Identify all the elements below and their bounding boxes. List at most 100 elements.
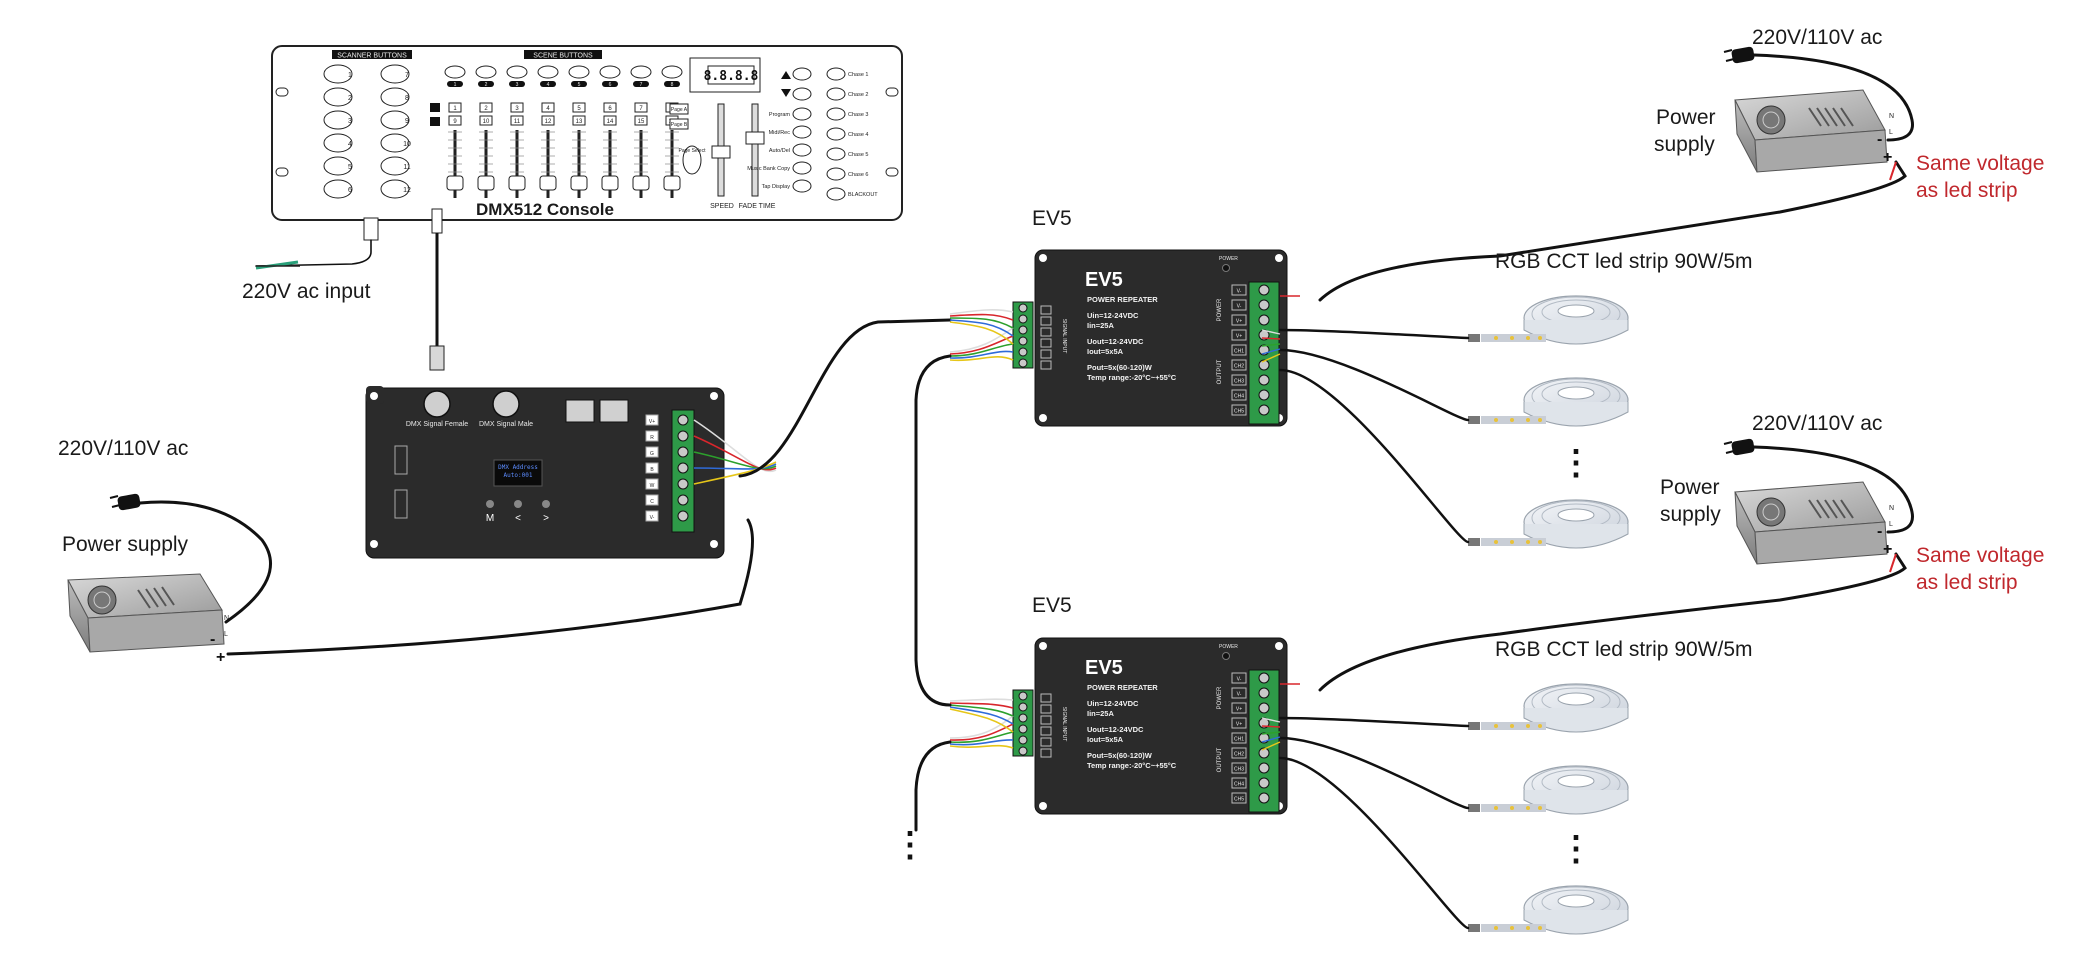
ev5-output-tag-label: CH3 [1234,379,1244,385]
mode-label: Midi/Rec [769,130,791,136]
page-a-label: Page A [671,107,688,113]
strip-bottom-caption: RGB CCT led strip 90W/5m [1495,638,1753,661]
ev5-spec-line: Iin=25A [1087,709,1114,718]
scanner-button-number: 7 [405,72,409,79]
ev5-spec-line: Temp range:-20°C~+55°C [1087,373,1177,382]
decoder-terminal-label: R [650,435,654,441]
fader-number-bottom: 14 [607,119,614,125]
signal-trunk-top [738,318,952,478]
led-strip-reel [1468,296,1628,344]
scene-button [661,65,683,79]
scene-button-number: 1 [454,82,457,88]
ev5-output-tag-label: CH4 [1234,782,1244,788]
ev5-output-tag-label: V+ [1236,334,1242,340]
ev5-output-tag-label: CH5 [1234,797,1244,803]
fader-number-top-box [448,102,462,113]
oled-line-2: Auto:001 [504,472,533,479]
plug-right-mid [1731,438,1755,456]
decoder-terminal-label: V- [650,515,655,521]
chase-button [826,127,846,141]
menu-button[interactable] [486,500,494,508]
psu-mid-word1: Power [1660,476,1720,499]
ac-right-top-label: 220V/110V ac [1752,26,1882,49]
ev5-input-screw [1018,358,1028,368]
page-select-button [682,145,702,175]
scanner-button-number: 3 [348,118,352,125]
scene-button [444,65,466,79]
fader-number-bottom: 15 [638,119,645,125]
ev5-output-tag-label: V- [1237,692,1242,698]
ev5-input-screw [1018,713,1028,723]
prev-button[interactable] [514,500,522,508]
scanner-button [380,64,410,84]
plug-right-top [1731,46,1755,64]
mode-button [792,143,812,157]
ev5-output-screw [1258,359,1270,371]
fader-number-bottom-box [572,115,586,126]
dmx512-console: SCANNER BUTTONS SCENE BUTTONS 1234567891… [255,45,903,371]
ev5-mount-hole [1039,642,1047,650]
ev5-body [1034,637,1288,815]
scene-button [568,65,590,79]
ev5-input-terminal-block [1012,689,1034,757]
ev5-output-tag-label: V- [1237,677,1242,683]
ev5-power-side-label: POWER [1217,686,1223,709]
psu-left-plus: + [216,649,225,666]
ev5-output-wire [1261,353,1281,363]
decoder-terminal-label: W [650,483,655,489]
ev5-output-wire [1261,343,1281,347]
ev5-output-side-label: OUTPUT [1217,359,1223,384]
scanner-button-number: 1 [348,72,352,79]
psu-vent [1832,107,1846,127]
ev5-output-screw [1258,672,1270,684]
ac-cord-right-top [1752,53,1914,142]
next-button[interactable] [542,500,550,508]
decoder-terminal-label: B [650,467,654,473]
fader-knob [663,175,681,191]
scene-button-number: 8 [671,82,674,88]
ev5-output-wire [1261,337,1281,340]
up-arrow-icon [781,71,791,79]
psu-vent [1840,499,1854,519]
fader-number-bottom-box [448,115,462,126]
ev5-output-tag [1231,702,1247,714]
fader-number-top-box [479,102,493,113]
scanner-button [323,179,353,199]
plug-right-mid-pin [1725,450,1735,454]
ev5-spec-line: POWER REPEATER [1087,295,1158,304]
scanner-button [380,87,410,107]
ev5-output-screw [1258,762,1270,774]
led-strip-reel [1468,684,1628,732]
ev5-signal-input-label: SIGNAL INPUT [1061,319,1067,354]
ev5-output-wire [1261,725,1281,728]
decoder-terminal-tag [645,494,659,506]
psu-vent [1808,107,1822,127]
fader-number-bottom: 12 [545,119,552,125]
ev5-output-tag-label: V- [1237,289,1242,295]
decoder-terminal-screw [677,510,689,522]
scanner-button-number: 2 [348,95,352,102]
psu-mid-red-lead [1889,553,1897,573]
psu-front-face [1754,521,1888,565]
fade-time-label: FADE TIME [739,203,776,210]
scanner-button-number: 9 [405,118,409,125]
plug-left [109,493,141,511]
ev5-output-tag [1231,314,1247,326]
fader-number-top: 2 [484,106,488,112]
ev5-input-tag [1040,693,1052,703]
psu-vent [1816,107,1830,127]
psu-plus-label: + [1883,149,1892,166]
psu-n-label: N [1889,505,1894,512]
ev5-spec-line: POWER REPEATER [1087,683,1158,692]
scene-button-number: 3 [516,82,519,88]
chase-label: Chase 6 [848,172,869,178]
ev5-output-tag [1231,732,1247,744]
ev5-output-screw [1258,404,1270,416]
same-voltage-top-1: Same voltage [1916,152,2044,175]
ev5-spec-line: Temp range:-20°C~+55°C [1087,761,1177,770]
dmx-decoder: DMX Signal Female DMX Signal Male DMX Ad… [365,386,725,559]
ev5-spec-line: Uout=12-24VDC [1087,337,1144,346]
fader-knob [508,175,526,191]
ev5-power-label: POWER [1219,644,1238,650]
psu-mid-word2: supply [1660,503,1721,526]
